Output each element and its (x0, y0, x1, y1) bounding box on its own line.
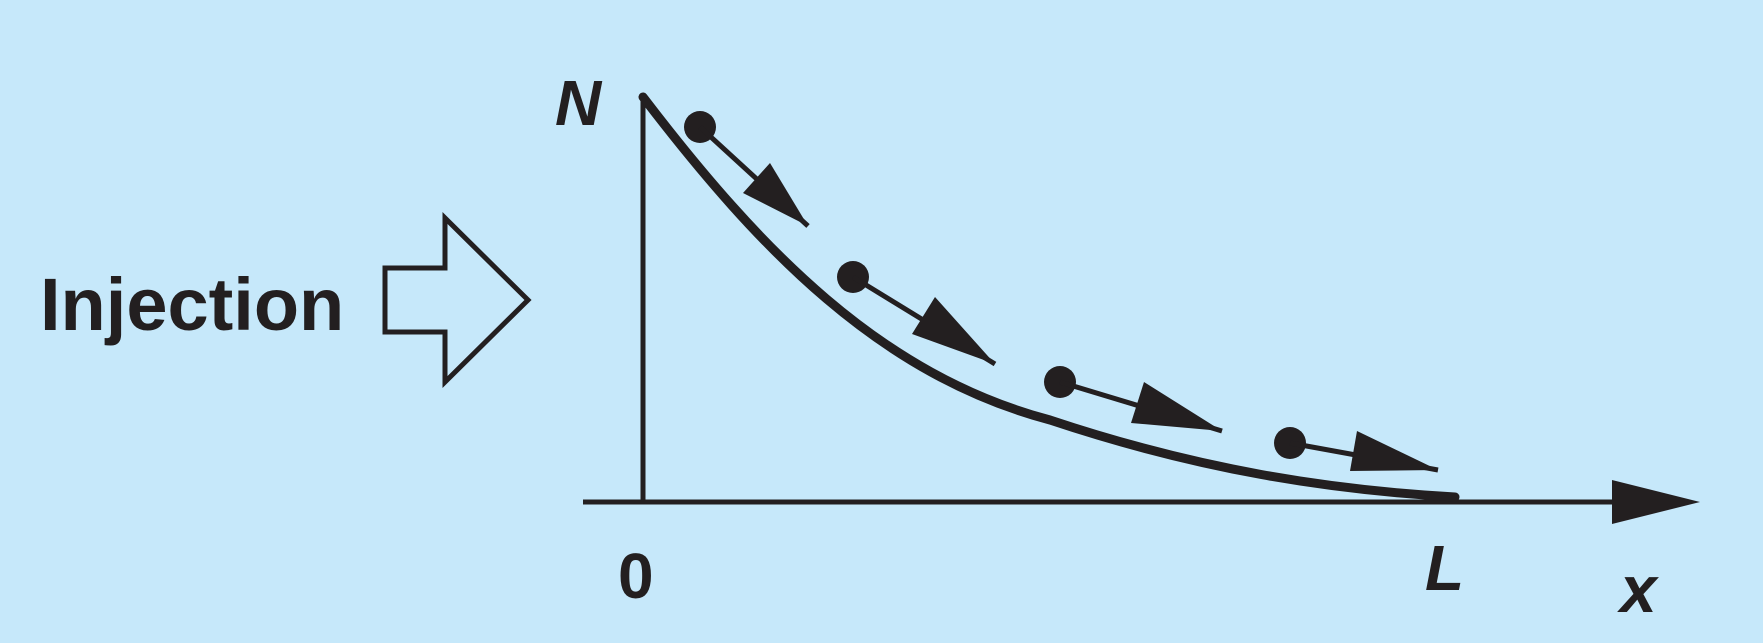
carrier-profile-curve (638, 92, 1460, 502)
carrier-1 (684, 111, 810, 228)
carrier-arrowhead-icon (743, 163, 808, 226)
end-label: L (1425, 532, 1464, 604)
carrier-3 (1044, 366, 1223, 434)
origin-label: 0 (618, 540, 654, 612)
x-axis-arrowhead-icon (1612, 480, 1700, 524)
x-axis-label: x (1617, 552, 1659, 626)
carrier-arrowhead-icon (1131, 382, 1222, 431)
carrier-4 (1274, 427, 1439, 473)
carrier-arrowhead-icon (912, 297, 995, 364)
y-axis-label: N (555, 67, 603, 139)
carrier-arrowhead-icon (1350, 431, 1438, 471)
carrier-2 (837, 261, 997, 367)
injection-label: Injection (40, 263, 344, 346)
injection-arrow-icon (382, 212, 532, 388)
